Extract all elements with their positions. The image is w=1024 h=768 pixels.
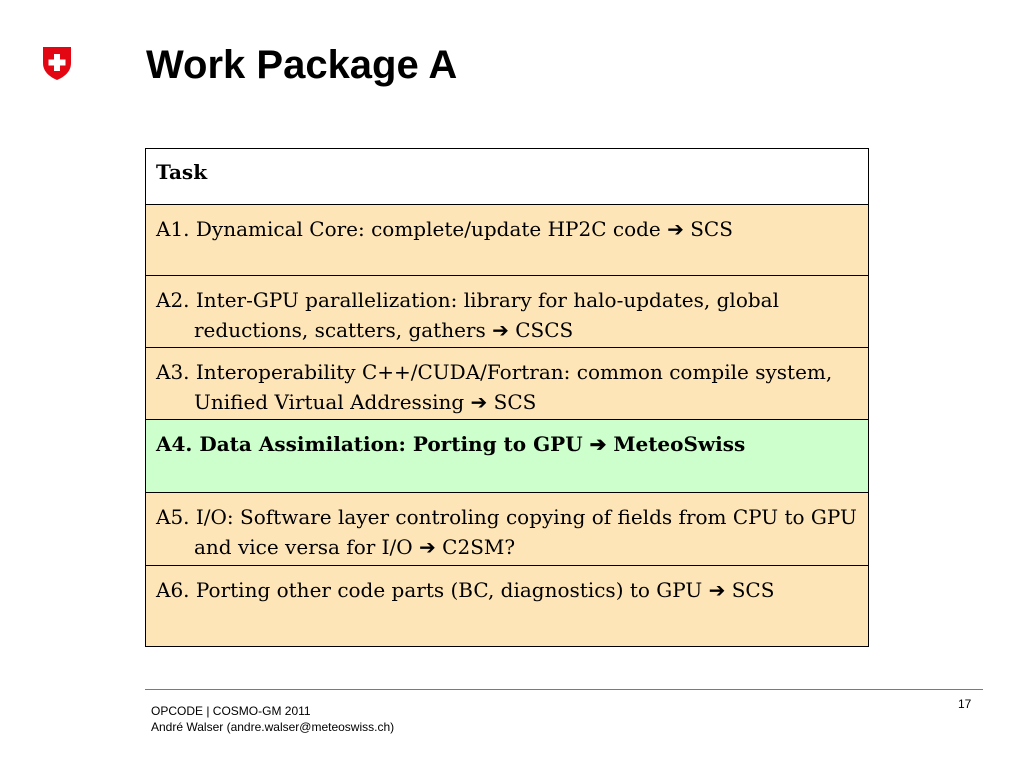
- table-header-row: Task: [145, 148, 869, 205]
- task-a2: A2. Inter-GPU parallelization: library f…: [156, 288, 779, 342]
- footer-author: André Walser (andre.walser@meteoswiss.ch…: [151, 720, 395, 734]
- table-header-cell: Task: [145, 148, 869, 205]
- table-cell: A6. Porting other code parts (BC, diagno…: [145, 565, 869, 647]
- task-table: Task A1. Dynamical Core: complete/update…: [145, 148, 869, 647]
- table-row: A2. Inter-GPU parallelization: library f…: [145, 275, 869, 348]
- table-cell: A5. I/O: Software layer controling copyi…: [145, 492, 869, 566]
- table-row: A5. I/O: Software layer controling copyi…: [145, 492, 869, 566]
- table-row: A3. Interoperability C++/CUDA/Fortran: c…: [145, 347, 869, 420]
- footer-divider: [145, 689, 983, 690]
- swiss-coat-of-arms-icon: [41, 45, 73, 81]
- table-cell: A4. Data Assimilation: Porting to GPU ➔ …: [145, 419, 869, 493]
- task-a3: A3. Interoperability C++/CUDA/Fortran: c…: [156, 360, 833, 414]
- task-a4: A4. Data Assimilation: Porting to GPU ➔ …: [156, 432, 746, 456]
- table-row: A1. Dynamical Core: complete/update HP2C…: [145, 204, 869, 276]
- page-number: 17: [958, 697, 972, 711]
- task-a5: A5. I/O: Software layer controling copyi…: [156, 505, 857, 559]
- task-a1: A1. Dynamical Core: complete/update HP2C…: [156, 217, 733, 241]
- footer-event: OPCODE | COSMO-GM 2011: [151, 704, 311, 718]
- task-a6: A6. Porting other code parts (BC, diagno…: [156, 578, 775, 602]
- table-cell: A2. Inter-GPU parallelization: library f…: [145, 275, 869, 348]
- table-row: A4. Data Assimilation: Porting to GPU ➔ …: [145, 419, 869, 493]
- table-cell: A1. Dynamical Core: complete/update HP2C…: [145, 204, 869, 276]
- table-cell: A3. Interoperability C++/CUDA/Fortran: c…: [145, 347, 869, 420]
- page-title: Work Package A: [146, 43, 458, 87]
- table-row: A6. Porting other code parts (BC, diagno…: [145, 565, 869, 647]
